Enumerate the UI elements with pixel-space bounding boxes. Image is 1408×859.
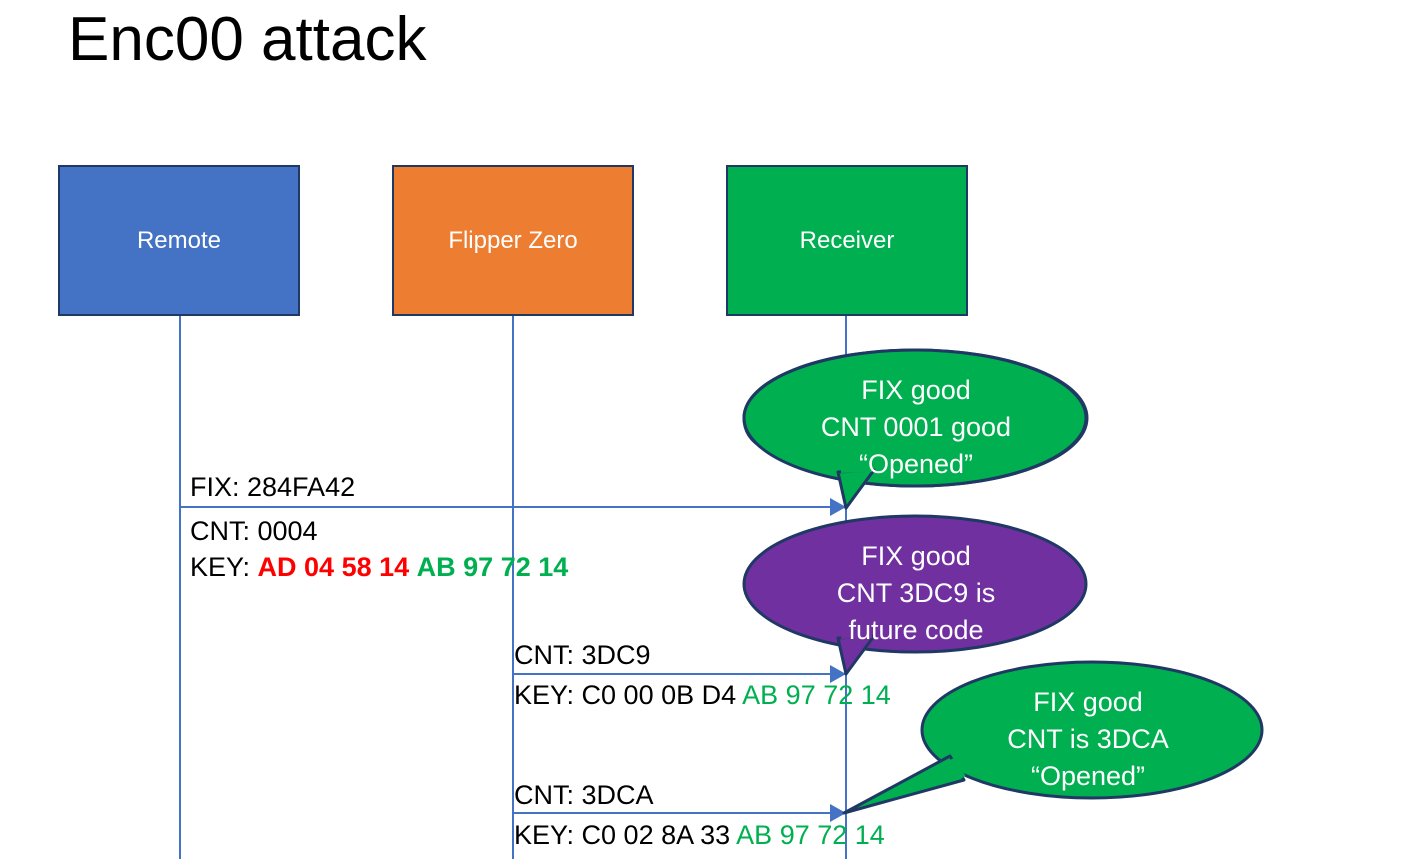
- message-arrow-1: [179, 506, 846, 508]
- speech-bubble-3: FIX good CNT is 3DCA “Opened”: [842, 660, 1264, 822]
- message-label-cnt-1: CNT: 0004: [190, 516, 318, 546]
- message-label-key-1: KEY: AD 04 58 14 AB 97 72 14: [190, 550, 568, 585]
- message-label-key-2: KEY: C0 00 0B D4 AB 97 72 14: [514, 678, 891, 713]
- arrowhead-icon-1: [830, 498, 846, 516]
- key-prefix-2: KEY: C0 00 0B D4: [514, 680, 743, 710]
- actor-box-flipper-zero[interactable]: Flipper Zero: [392, 165, 634, 316]
- key-red-bytes-1: AD 04 58 14: [257, 552, 410, 582]
- speech-bubble-2: FIX good CNT 3DC9 is future code: [742, 514, 1090, 676]
- key-green-bytes-1: AB 97 72 14: [416, 552, 569, 582]
- key-prefix-3: KEY: C0 02 8A 33: [514, 820, 737, 850]
- message-arrow-2: [512, 673, 846, 675]
- message-label-cnt-2: CNT: 3DC9: [514, 640, 651, 670]
- key-prefix-1: KEY:: [190, 552, 258, 582]
- message-label-fix-1: FIX: 284FA42: [190, 472, 356, 502]
- message-label-cnt-3: CNT: 3DCA: [514, 780, 654, 810]
- actor-label-remote: Remote: [136, 226, 222, 254]
- lifeline-flipper-zero: [512, 316, 514, 859]
- message-arrow-3: [512, 812, 846, 814]
- actor-box-remote[interactable]: Remote: [58, 165, 300, 316]
- actor-label-flipper-zero: Flipper Zero: [448, 226, 578, 254]
- key-green-bytes-2: AB 97 72 14: [742, 680, 891, 710]
- actor-box-receiver[interactable]: Receiver: [726, 165, 968, 316]
- page-title: Enc00 attack: [68, 5, 427, 74]
- lifeline-remote: [179, 316, 181, 859]
- key-green-bytes-3: AB 97 72 14: [736, 820, 885, 850]
- message-label-key-3: KEY: C0 02 8A 33 AB 97 72 14: [514, 818, 885, 853]
- arrowhead-icon-3: [830, 804, 846, 822]
- arrowhead-icon-2: [830, 665, 846, 683]
- speech-bubble-1: FIX good CNT 0001 good “Opened”: [742, 348, 1090, 510]
- actor-label-receiver: Receiver: [799, 226, 895, 254]
